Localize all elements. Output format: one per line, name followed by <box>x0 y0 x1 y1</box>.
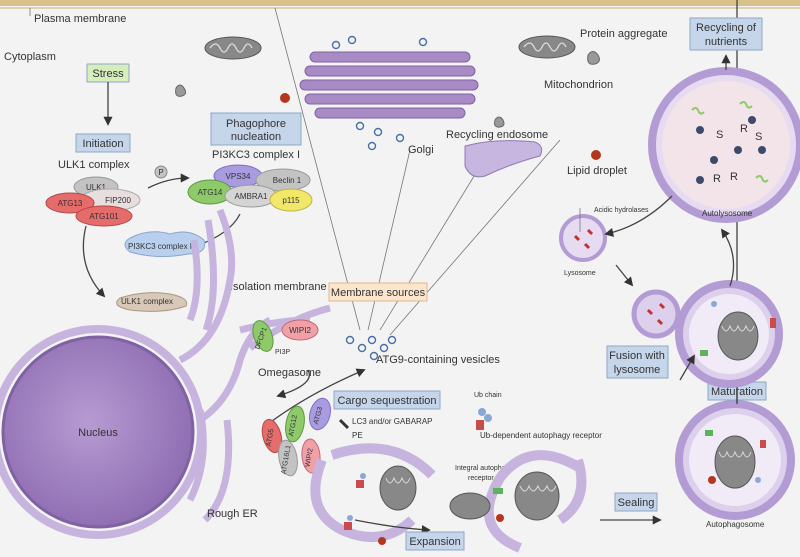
lipid-droplet-icon-small <box>280 93 290 103</box>
plasma-membrane-strip <box>0 0 800 6</box>
ulk1-complex-title: ULK1 complex <box>58 159 130 171</box>
vps34-protein: VPS34 <box>226 172 251 181</box>
autolysosome-icon: S R S R R <box>648 67 800 223</box>
ub-chain-label: Ub chain <box>474 392 502 399</box>
lipid-droplet-icon <box>591 150 601 160</box>
initiation-box <box>75 133 131 153</box>
cargo-sequestration-label: Cargo sequestration <box>337 395 436 407</box>
autophagosome-icon <box>675 400 795 520</box>
cargo-sequestration-box <box>333 390 441 410</box>
acidic-hydrolases-label: Acidic hydrolases <box>594 207 649 214</box>
atg14-protein: ATG14 <box>198 188 223 197</box>
recycling-endosome-label: Recycling endosome <box>446 129 548 141</box>
atg9-vesicles-label: ATG9-containing vesicles <box>376 354 500 366</box>
autophagosome-label: Autophagosome <box>706 520 765 529</box>
lipid-droplet-label: Lipid droplet <box>567 165 627 177</box>
svg-text:R: R <box>713 173 721 185</box>
p115-protein: p115 <box>282 196 300 205</box>
svg-text:S: S <box>755 131 762 143</box>
lc3-gabarap-label: LC3 and/or GABARAP <box>352 417 432 426</box>
wipi2-protein-bottom: WIPI2 <box>304 448 314 468</box>
phagophore-nucleation-line2: nucleation <box>231 131 281 143</box>
plasma-membrane-label: Plasma membrane <box>34 13 126 25</box>
isolation-membrane-label: Isolation membrane <box>230 281 327 293</box>
recycling-of-nutrients-box <box>689 17 763 51</box>
pe-label: PE <box>352 431 363 440</box>
protein-aggregate-icon <box>587 51 600 65</box>
phagophore-nucleation-box <box>210 112 302 146</box>
cytoplasm-label: Cytoplasm <box>4 51 56 63</box>
fusion-box <box>606 345 669 379</box>
pi3kc3-complex-title: PI3KC3 complex I <box>212 149 300 161</box>
mitochondrion-icon-top <box>204 36 262 60</box>
svg-text:R: R <box>730 171 738 183</box>
atg3-protein: ATG3 <box>313 406 324 425</box>
expansion-box <box>405 531 465 551</box>
fusion-line1: Fusion with <box>609 350 665 362</box>
omegasome-label: Omegasome <box>258 367 321 379</box>
recycling-line1: Recycling of <box>696 22 757 34</box>
stress-label: Stress <box>92 68 124 80</box>
atg13-protein: ATG13 <box>58 199 83 208</box>
atg-conjugation-complex: ATG5 ATG12 ATG3 ATG16L1 WIPI2 <box>261 397 332 477</box>
golgi-icon <box>299 35 479 151</box>
nucleus-label: Nucleus <box>78 427 118 439</box>
integral-receptor-line2: receptor <box>468 475 494 482</box>
protein-aggregate-label: Protein aggregate <box>580 28 667 40</box>
phagophore-nucleation-line1: Phagophore <box>226 118 286 130</box>
ulk1-protein: ULK1 <box>86 183 107 192</box>
atg12-protein: ATG12 <box>288 414 299 437</box>
beclin1-protein: Beclin 1 <box>273 176 302 185</box>
recycling-line2: nutrients <box>705 36 748 48</box>
lysosome-label: Lysosome <box>564 270 596 277</box>
atg9-vesicles-icon <box>345 335 397 361</box>
ub-chain-icon <box>476 408 492 430</box>
recycling-endosome-icon <box>464 140 543 178</box>
membrane-sources-label: Membrane sources <box>331 287 426 299</box>
fip200-protein: FIP200 <box>105 196 131 205</box>
svg-text:R: R <box>740 123 748 135</box>
protein-aggregate-icon-small <box>175 84 187 97</box>
rough-er-label: Rough ER <box>207 508 258 520</box>
phagophore-cup-2 <box>449 450 587 553</box>
autolysosome-label: Autolysosome <box>702 209 753 218</box>
pi3kc3-complex-blob: PI3KC3 complex I <box>128 242 192 251</box>
svg-text:S: S <box>716 129 723 141</box>
ambra1-protein: AMBRA1 <box>235 192 268 201</box>
membrane-sources-box <box>328 282 428 302</box>
mitochondrion-label: Mitochondrion <box>544 79 613 91</box>
phospho-mark: P <box>158 168 163 177</box>
fusion-vesicle-icon <box>631 280 783 388</box>
lysosome-icon <box>559 214 607 262</box>
isolation-membrane-complexes: PI3KC3 complex I ULK1 complex <box>116 231 206 312</box>
ulk1-complex-blob: ULK1 complex <box>121 297 173 306</box>
pi3p-label: PI3P <box>275 349 291 356</box>
ub-receptor-label: Ub-dependent autophagy receptor <box>480 431 602 440</box>
integral-receptor-line1: Integral autophagy <box>455 465 513 472</box>
atg101-protein: ATG101 <box>89 212 119 221</box>
sealing-box <box>614 492 658 512</box>
nucleus-icon <box>1 335 195 529</box>
initiation-label: Initiation <box>83 138 124 150</box>
sealing-label: Sealing <box>618 497 655 509</box>
atg5-protein: ATG5 <box>266 428 276 447</box>
expansion-label: Expansion <box>409 536 460 548</box>
golgi-label: Golgi <box>408 144 434 156</box>
fusion-line2: lysosome <box>614 364 660 376</box>
phagophore-cup-1 <box>310 443 436 545</box>
mitochondrion-icon-right <box>518 35 576 59</box>
wipi2-protein-top: WIPI2 <box>289 326 311 335</box>
